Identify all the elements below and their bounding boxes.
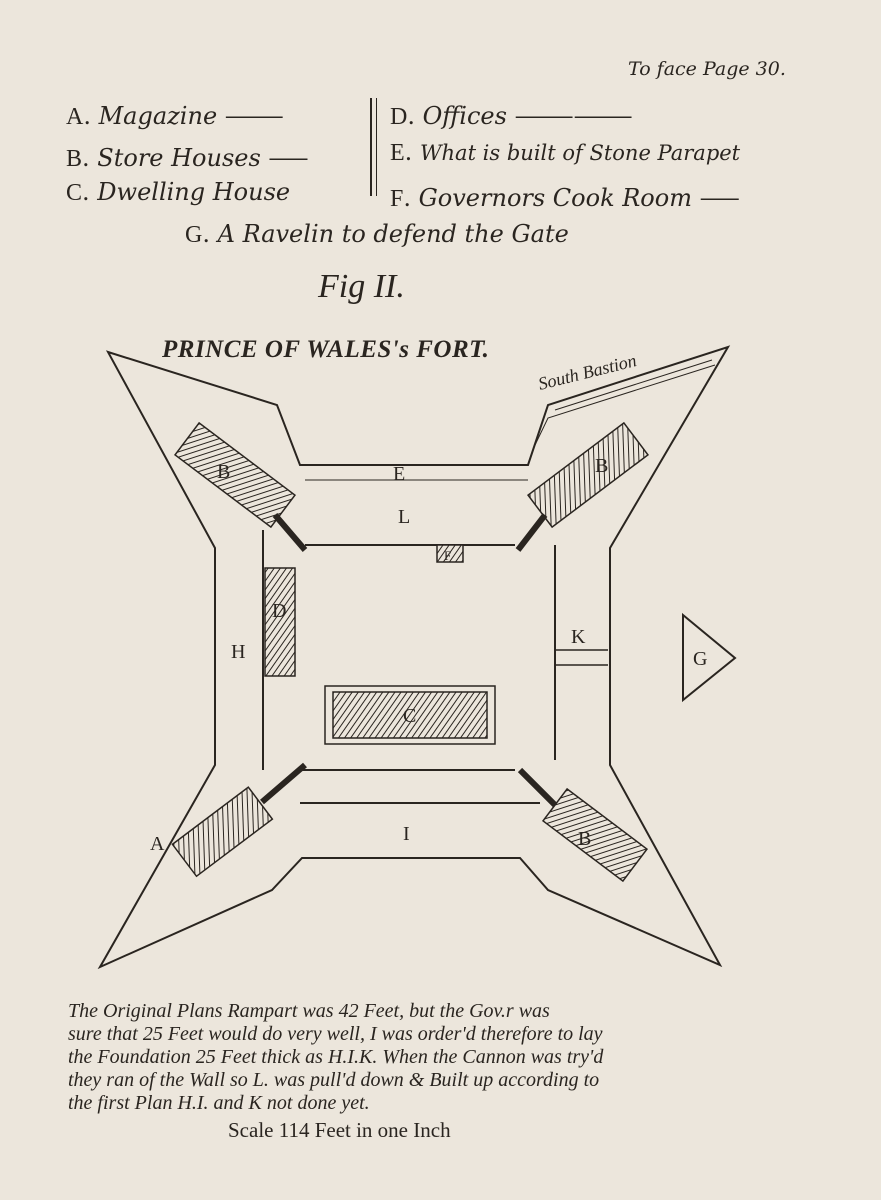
label-b3: B <box>578 828 591 850</box>
figure-title: PRINCE OF WALES's FORT. <box>162 336 490 363</box>
note-line: The Original Plans Rampart was 42 Feet, … <box>68 1000 550 1022</box>
fort-outline <box>97 345 731 970</box>
magazine-a <box>171 786 274 878</box>
inner-courtyard <box>262 530 556 804</box>
note-line: sure that 25 Feet would do very well, I … <box>68 1023 603 1045</box>
legend-item-f: F. Governors Cook Room ⸺ <box>390 184 740 212</box>
legend-key: E <box>390 140 405 166</box>
store-house-b-top-left <box>173 421 297 529</box>
label-c: C <box>403 705 416 727</box>
legend-key: B <box>66 146 83 172</box>
legend-key: C <box>66 180 83 206</box>
legend-key: A <box>66 104 84 130</box>
parapet-e <box>305 359 716 481</box>
label-b2: B <box>595 455 608 477</box>
note-line: the Foundation 25 Feet thick as H.I.K. W… <box>68 1046 604 1068</box>
legend-label: Governors Cook Room <box>418 184 692 212</box>
legend-label: A Ravelin to defend the Gate <box>217 220 569 248</box>
offices-d <box>264 567 296 677</box>
legend-key: D <box>390 104 408 130</box>
legend-item-g: G. A Ravelin to defend the Gate <box>185 220 569 248</box>
page-reference: To face Page 30. <box>628 58 786 80</box>
label-b1: B <box>217 461 230 483</box>
note-line: the first Plan H.I. and K not done yet. <box>68 1092 370 1114</box>
label-g: G <box>693 648 707 670</box>
legend-label: Magazine <box>98 102 218 130</box>
store-house-b-top-right <box>526 421 650 529</box>
scale-label: Scale 114 Feet in one Inch <box>228 1118 451 1142</box>
label-f: F <box>444 548 451 563</box>
legend-label: Dwelling House <box>97 178 291 206</box>
legend-key: F <box>390 186 404 212</box>
legend-item-c: C. Dwelling House <box>66 178 291 206</box>
legend-divider <box>370 98 377 196</box>
label-k: K <box>571 626 586 648</box>
dwelling-house-c <box>332 691 488 739</box>
label-l: L <box>398 506 410 528</box>
dwelling-house-court <box>324 685 496 745</box>
label-d: D <box>272 600 286 622</box>
legend-item-a: A. Magazine ⸻ <box>66 102 284 130</box>
legend-label: What is built of Stone Parapet <box>419 141 741 165</box>
legend-item-b: B. Store Houses ⸺ <box>66 144 309 172</box>
legend-label: Offices <box>422 102 507 130</box>
south-bastion-label: South Bastion <box>536 350 638 394</box>
legend-item-d: D. Offices ⸻⸻ <box>390 102 633 130</box>
rampart-k-divider <box>555 649 608 666</box>
legend-item-e: E. What is built of Stone Parapet <box>390 138 741 166</box>
note-line: they ran of the Wall so L. was pull'd do… <box>68 1069 600 1091</box>
legend-key: G <box>185 222 203 248</box>
cook-room-f <box>436 544 464 563</box>
label-h: H <box>231 641 245 663</box>
label-a: A <box>150 833 165 855</box>
label-i: I <box>403 823 410 845</box>
ravelin-g <box>682 612 737 703</box>
legend-label: Store Houses <box>97 144 261 172</box>
figure-number: Fig II. <box>318 268 405 305</box>
label-e: E <box>393 463 405 485</box>
